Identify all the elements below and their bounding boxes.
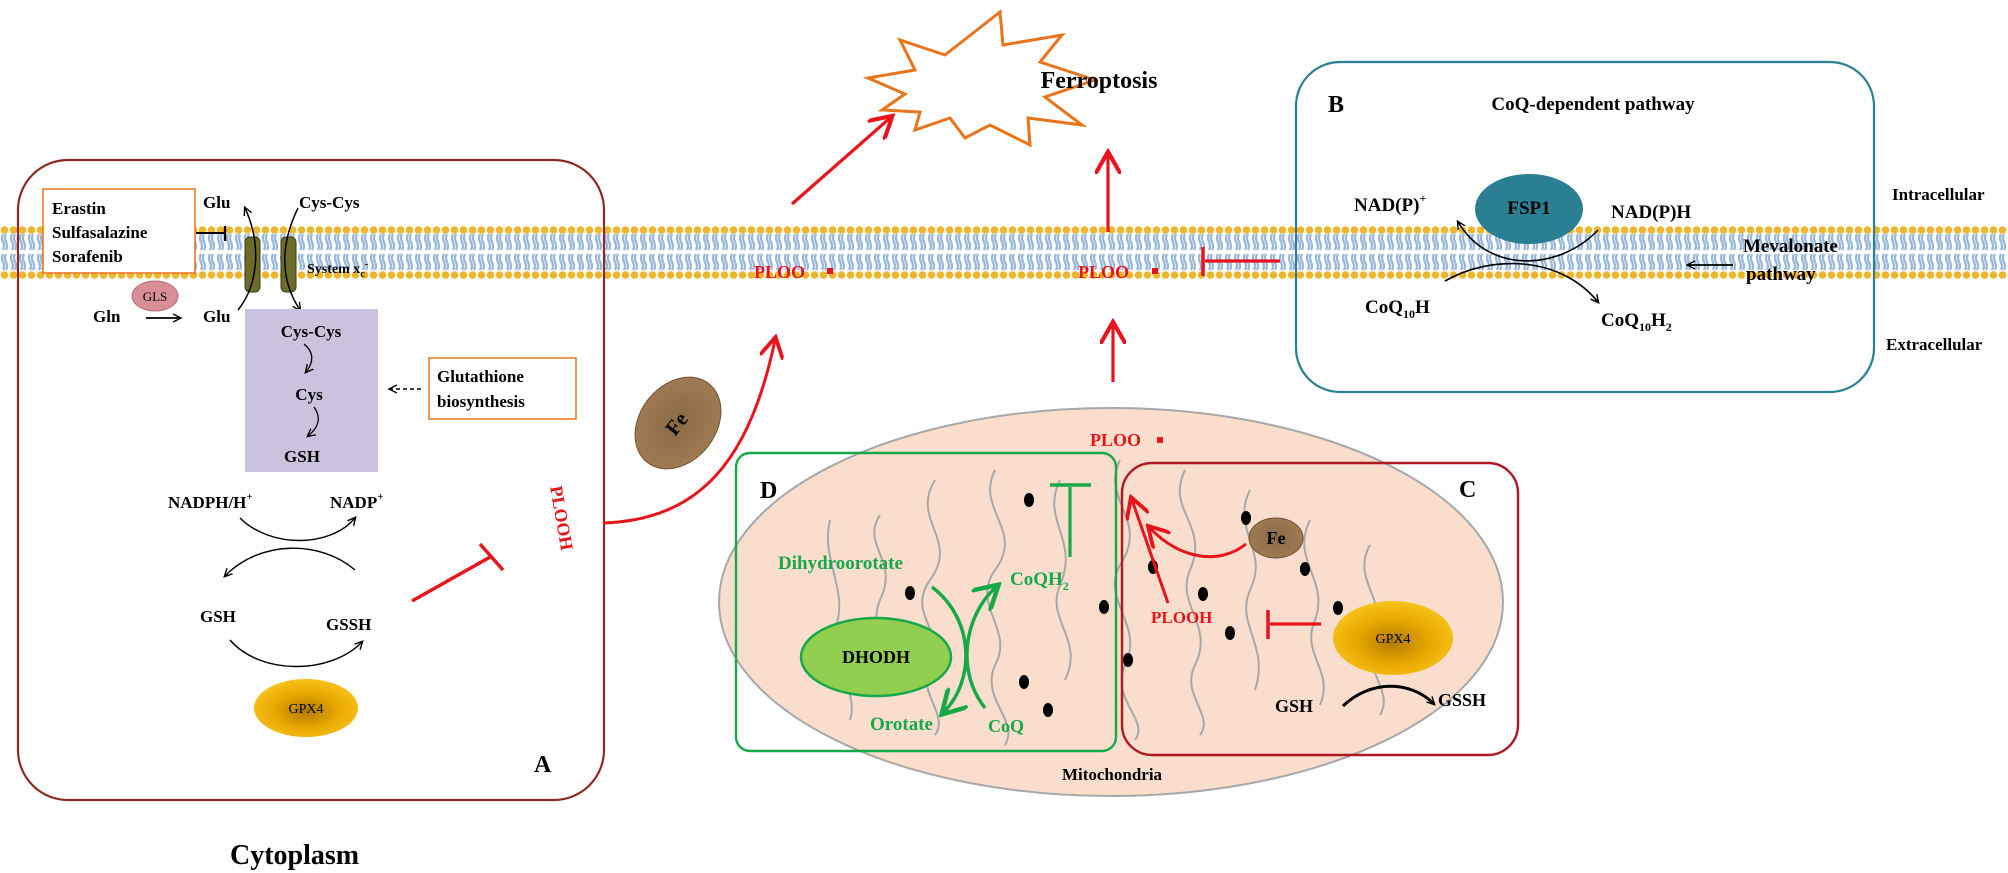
arrow-ploo-to-ferroptosis-left (790, 118, 890, 206)
panel-a-frame (16, 158, 606, 802)
box-gsh: GSH (284, 447, 320, 466)
coqh2-label: CoQH2 (1010, 569, 1069, 593)
coq10h-label: CoQ10H (1365, 297, 1430, 321)
fe-mito-shape (1248, 517, 1304, 559)
mitochondria-outer (718, 407, 1504, 797)
panel-c: C Fe PLOOH GPX4 GSH GSSH (1120, 461, 1520, 757)
plooh-mito-label: PLOOH (1151, 608, 1212, 627)
nadph-to-nadp-arc-b (1458, 222, 1599, 262)
cys-to-gsh-arrow (308, 406, 319, 436)
dhodh-label: DHODH (842, 647, 910, 667)
ploo-mito-label: PLOO (1090, 430, 1141, 450)
mevalonate-line2: pathway (1746, 264, 1816, 285)
inhibit-bar-plooh (478, 542, 505, 572)
panel-d-frame (734, 451, 1118, 753)
arrow-plooh-to-ploo (602, 340, 775, 525)
panel-b: B CoQ-dependent pathway FSP1 NAD(P)+ NAD… (1294, 60, 1876, 394)
panel-d-letter: D (760, 478, 777, 504)
drug-sorafenib: Sorafenib (52, 247, 123, 266)
extracellular-label: Extracellular (1886, 335, 1983, 354)
nadph-b-label: NAD(P)H (1611, 202, 1691, 223)
coq10h2-label: CoQ10H2 (1601, 310, 1672, 334)
cyscys-to-cys-arrow (303, 343, 312, 372)
dhodh-enzyme (799, 616, 953, 698)
plooh-label-a: PLOOH (546, 484, 577, 552)
gpx4-mito-enzyme (1333, 601, 1453, 675)
system-xc-transporter-left (244, 236, 261, 293)
gln-label: Gln (93, 307, 121, 326)
drug-sulfasalazine: Sulfasalazine (52, 223, 148, 242)
ploo-mito-dot (1157, 437, 1163, 443)
gsh-to-gssh-arc (229, 639, 362, 668)
glu-top: Glu (203, 193, 230, 212)
panel-b-letter: B (1328, 92, 1344, 118)
biosynthesis-box (428, 357, 577, 420)
box-cys-cys: Cys-Cys (281, 322, 342, 341)
gls-label: GLS (143, 289, 168, 304)
gsh-mito-label: GSH (1275, 696, 1313, 716)
gpx4-mito-label: GPX4 (1375, 632, 1410, 647)
inhibit-gssh-plooh (411, 554, 493, 603)
panel-c-letter: C (1459, 477, 1476, 503)
fe-cytoplasm: Fe (634, 376, 722, 470)
fe-mito-label: Fe (1267, 528, 1286, 548)
ploo-label-left: PLOO (754, 262, 805, 282)
intracellular-label: Intracellular (1892, 185, 1985, 204)
coq-to-coqh2-arrow (965, 587, 996, 710)
dihydroorotate-label: Dihydroorotate (778, 553, 903, 574)
nadp-label: NADP+ (330, 491, 384, 512)
gpx4-label: GPX4 (288, 702, 323, 717)
drug-erastin: Erastin (52, 199, 106, 218)
fe-cytoplasm-shape (634, 376, 722, 470)
cystine-import-arrow (284, 207, 300, 310)
gsh-synthesis-box (245, 309, 378, 472)
fsp1-enzyme (1475, 174, 1583, 244)
ploo-radical-dot-right (1152, 268, 1158, 274)
mitochondria-label: Mitochondria (1062, 765, 1163, 784)
panel-c-frame (1120, 461, 1520, 757)
arrow-fe-to-ploo (1150, 528, 1247, 559)
ploo-radical-dot-left (827, 268, 833, 274)
coq10h-to-coq10h2-arc (1444, 262, 1598, 302)
ploo-label-right: PLOO (1078, 262, 1129, 282)
cell-membrane (0, 226, 2008, 286)
cys-cys-top: Cys-Cys (299, 193, 360, 212)
nadp-plus-label: NAD(P)+ (1354, 191, 1426, 216)
gssh-to-gsh-arc (225, 547, 356, 576)
gsh-to-gssh-mito-arrow (1341, 684, 1434, 708)
drug-box (42, 188, 196, 274)
gsh-label: GSH (200, 607, 236, 626)
arrow-plooh-to-ploo-mito (1132, 500, 1170, 604)
orotate-label: Orotate (870, 714, 933, 735)
panel-b-title: CoQ-dependent pathway (1491, 94, 1695, 115)
nadph-label: NADPH/H+ (168, 491, 253, 512)
glu-bottom: Glu (203, 307, 230, 326)
box-cys: Cys (295, 385, 323, 404)
gssh-mito-label: GSSH (1438, 690, 1486, 710)
panel-a: A Erastin Sulfasalazine Sorafenib System… (16, 158, 606, 802)
gssh-label: GSSH (326, 615, 371, 634)
panel-a-letter: A (534, 752, 552, 778)
biosynthesis-line1: Glutathione (437, 367, 524, 386)
gls-enzyme (131, 280, 179, 312)
coq-label: CoQ (988, 716, 1024, 736)
cytoplasm-label: Cytoplasm (230, 840, 359, 871)
mevalonate-line1: Mevalonate (1743, 236, 1838, 257)
system-xc-label: System xc- (307, 259, 368, 280)
panel-d: D Dihydroorotate DHODH Orotate CoQ CoQH2 (734, 451, 1118, 753)
glu-export-arrow (237, 208, 257, 311)
nadph-to-nadp-arc (239, 518, 355, 542)
gpx4-enzyme (254, 679, 358, 737)
ferroptosis-label: Ferroptosis (1041, 68, 1158, 94)
biosynthesis-line2: biosynthesis (437, 392, 525, 411)
ferroptosis-burst: Ferroptosis (862, 9, 1158, 148)
panel-b-frame (1294, 60, 1876, 394)
fsp1-label: FSP1 (1507, 198, 1550, 219)
